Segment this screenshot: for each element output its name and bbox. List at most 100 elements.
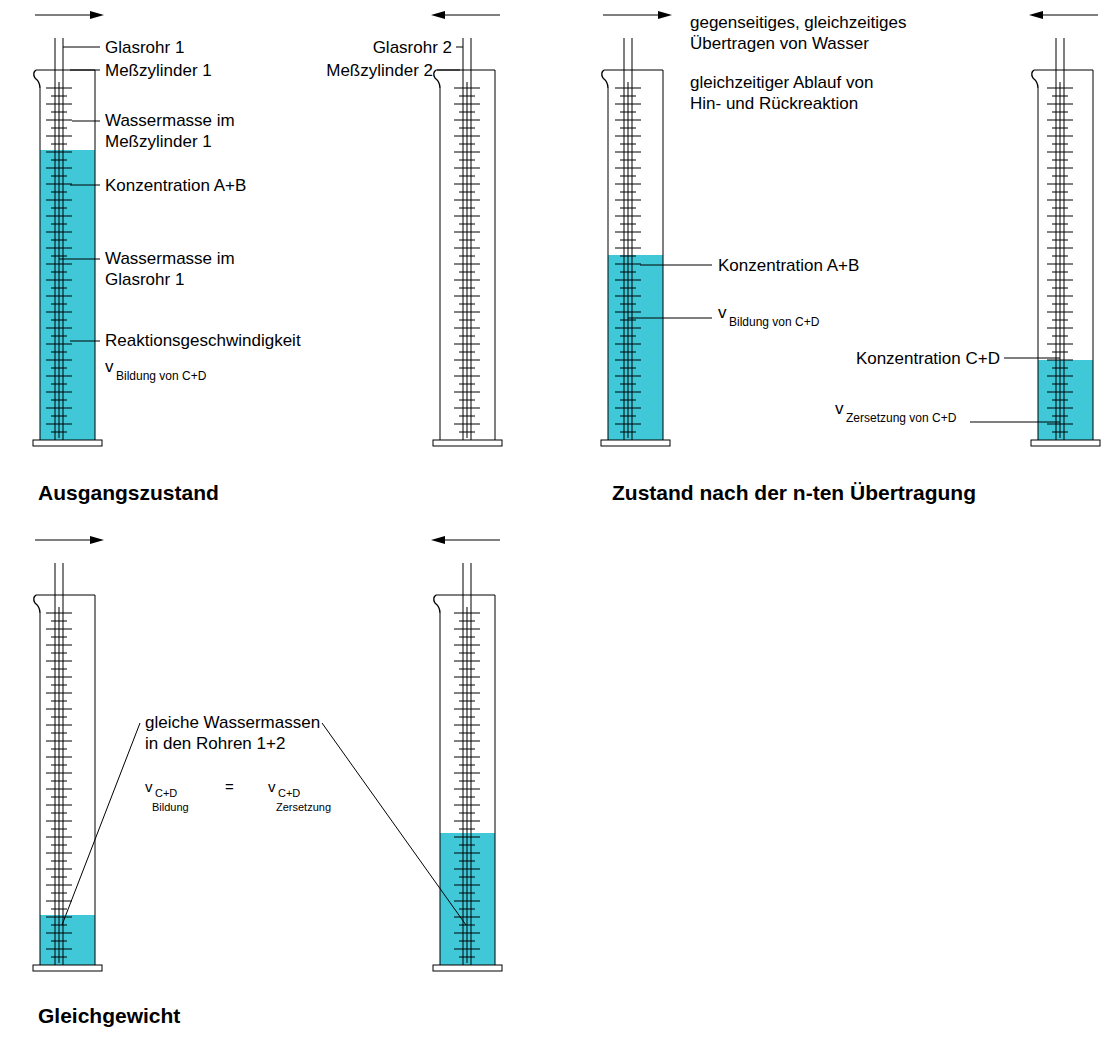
cylinder-foot [1031,440,1100,446]
cylinder-wall [1093,70,1094,440]
tube-scale-line [628,82,629,438]
measuring-cylinder [431,11,502,446]
glass-tube [63,563,64,965]
cylinder-foot [433,440,502,446]
cylinder-spout [434,595,440,613]
velocity-subscript: C+D [155,787,177,800]
cylinder-foot [33,440,102,446]
callout-label: Konzentration A+B [718,255,859,276]
glass-tube [471,563,472,965]
leader-line [322,723,466,925]
arrow-head [1029,11,1043,19]
leader-line [640,265,712,266]
callout-label: Konzentration A+B [105,175,246,196]
cylinder-foot [33,965,102,971]
cylinder-wall [608,88,609,440]
tube-scale-line [1060,82,1061,438]
water-fill [1038,360,1093,440]
velocity-subscript: Zersetzung [276,801,331,814]
panel-heading: Ausgangszustand [38,480,219,505]
callout-label: Wassermasse im Glasrohr 1 [105,248,265,290]
callout-label: Meßzylinder 2 [326,60,433,81]
cylinder-foot [601,440,670,446]
cylinder-spout [34,70,40,88]
leader-line [1004,358,1060,359]
cylinder-wall [440,613,441,965]
cylinder-spout [434,70,440,88]
velocity-symbol: v [145,778,153,796]
glass-tube [471,38,472,440]
water-fill [40,915,95,965]
velocity-symbol: v [268,778,276,796]
callout-label: Glasrohr 1 [105,37,184,58]
cylinder-rim [604,70,663,71]
measuring-cylinder [1029,11,1100,446]
glass-tube [463,38,464,440]
callout-label: Glasrohr 2 [373,37,452,58]
cylinder-spout [34,595,40,613]
callout-label: Meßzylinder 1 [105,60,212,81]
callout-label: Wassermasse im Meßzylinder 1 [105,110,265,152]
leader-line [70,341,100,342]
callout-label: Reaktionsgeschwindigkeit [105,330,301,351]
cylinder-rim [36,595,95,596]
cylinder-wall [1038,88,1039,440]
measuring-cylinder [431,536,502,971]
cylinder-wall [40,613,41,965]
note-text: gegenseitiges, gleichzeitiges Übertragen… [690,12,930,54]
leader-line [72,121,100,122]
equals-sign: = [225,778,234,796]
leader-line [62,723,140,925]
panel-heading: Gleichgewicht [38,1003,180,1028]
cylinder-wall [95,595,96,965]
arrow-head [431,11,445,19]
velocity-subscript: Bildung von C+D [116,369,206,383]
measuring-cylinder [33,11,104,446]
tube-scale-line [59,82,60,438]
leader-line [59,259,100,260]
leader-line [970,422,1060,423]
leader-line [70,185,100,186]
cylinder-wall [440,88,441,440]
note-text: gleichzeitiger Ablauf von Hin- und Rückr… [690,72,900,114]
leader-line [456,47,463,48]
velocity-subscript: C+D [278,787,300,800]
glass-tube [1064,38,1065,440]
arrow-head [90,536,104,544]
measuring-cylinder [33,536,104,971]
leader-line [63,47,100,48]
velocity-symbol: v [105,356,114,377]
cylinder-wall [95,70,96,440]
arrow-head [90,11,104,19]
cylinder-wall [495,595,496,965]
tube-scale-line [467,82,468,438]
callout-label: Konzentration C+D [856,348,1000,369]
water-fill [40,150,95,440]
glass-tube [55,38,56,440]
tube-scale-line [467,607,468,963]
arrow-head [658,11,672,19]
glass-tube [463,563,464,965]
cylinder-spout [602,70,608,88]
cylinder-spout [1032,70,1038,88]
panel-heading: Zustand nach der n-ten Übertragung [612,480,976,505]
cylinder-rim [436,595,495,596]
cylinder-wall [40,88,41,440]
velocity-symbol: v [835,398,844,419]
velocity-subscript: Bildung [152,801,189,814]
glass-tube [624,38,625,440]
callout-label: gleiche Wassermassen in den Rohren 1+2 [145,712,330,754]
glass-tube [1056,38,1057,440]
velocity-subscript: Bildung von C+D [729,315,819,329]
cylinder-wall [663,70,664,440]
velocity-symbol: v [718,302,727,323]
cylinder-wall [495,70,496,440]
arrow-head [431,536,445,544]
tube-scale-line [59,607,60,963]
leader-line [628,318,712,319]
water-fill [608,255,663,440]
velocity-subscript: Zersetzung von C+D [846,411,956,425]
glass-tube [55,563,56,965]
